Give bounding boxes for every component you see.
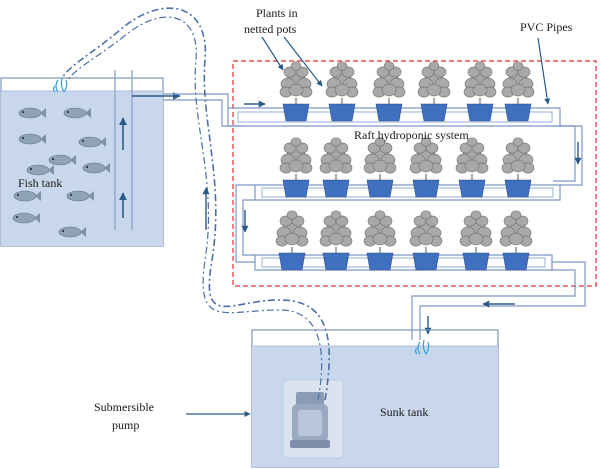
fish: [18, 133, 46, 145]
plants-label-line1: Plants in: [256, 6, 298, 20]
fish: [13, 190, 41, 202]
water-splash-sunk-tank: [414, 339, 430, 355]
fish-tank-label: Fish tank: [18, 176, 62, 190]
plant-pot: [417, 61, 451, 122]
plant-pot: [409, 210, 443, 271]
fish-tank: Fish tank: [0, 70, 181, 247]
fish: [12, 212, 40, 224]
plant-pot: [499, 210, 533, 271]
fish: [48, 154, 76, 166]
sunk-tank-label: Sunk tank: [380, 405, 428, 419]
plants-group: [275, 61, 535, 271]
fish: [78, 136, 106, 148]
plant-pot: [363, 137, 397, 198]
fish: [82, 162, 110, 174]
plant-pot: [279, 61, 313, 122]
plant-pot: [319, 210, 353, 271]
plant-pot: [275, 210, 309, 271]
raft-system-boundary: [232, 60, 597, 287]
fish: [26, 164, 54, 176]
fish: [63, 107, 91, 119]
plant-pot: [463, 61, 497, 122]
plants-pointer-2: [283, 36, 323, 87]
pump-return-line: [61, 7, 330, 401]
fish: [18, 107, 46, 119]
plant-pot: [363, 210, 397, 271]
raft-system-label: Raft hydroponic system: [354, 128, 469, 142]
pump-return-line-outer: [67, 16, 323, 401]
fish: [66, 190, 94, 202]
supply-pipe: [163, 93, 242, 127]
fish: [58, 226, 86, 238]
plant-pot: [455, 137, 489, 198]
fish-group: [12, 107, 110, 238]
pvc-pipes-label: PVC Pipes: [520, 20, 573, 34]
plant-pot: [459, 210, 493, 271]
water-splash-fish-tank: [52, 77, 68, 93]
submersible-pump: [282, 379, 344, 459]
plant-pot: [501, 137, 535, 198]
plant-pot: [319, 137, 353, 198]
plants-label-line2: netted pots: [244, 22, 297, 36]
plant-pot: [279, 137, 313, 198]
submersible-label-line1: Submersible: [94, 400, 154, 414]
pvc-pipe-network: [227, 107, 586, 340]
plants-pointer-1: [261, 36, 284, 71]
plant-pot: [325, 61, 359, 122]
plant-pot: [409, 137, 443, 198]
pvc-pipes-pointer: [537, 37, 551, 105]
plant-pot: [372, 61, 406, 122]
plant-pot: [501, 61, 535, 122]
submersible-label-line2: pump: [112, 418, 139, 432]
